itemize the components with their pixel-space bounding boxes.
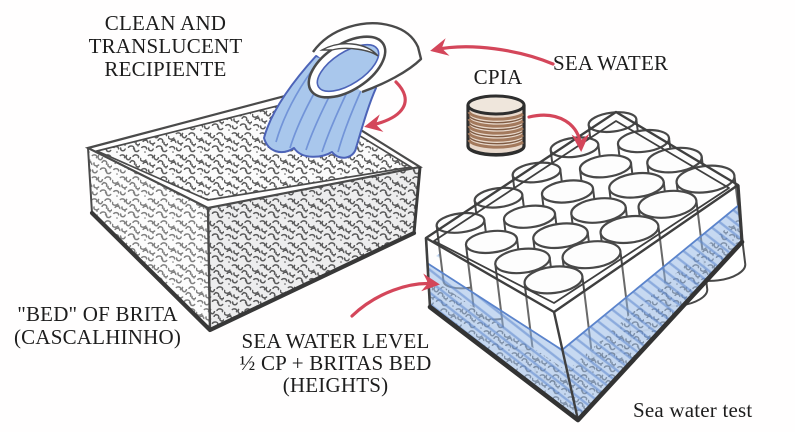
label-cpia: CPIA — [473, 65, 523, 89]
sea-water-test-box — [424, 110, 747, 423]
box-bottom-edge — [427, 239, 745, 423]
arrow-seawater-to-scoop — [430, 38, 555, 66]
label-sea-water-level: SEA WATER LEVEL ½ CP + BRITAS BED (HEIGH… — [239, 329, 432, 397]
arrow-scoop-to-box — [364, 80, 407, 132]
box-wall-front-right — [554, 185, 742, 420]
arrow-cpia-to-box — [527, 113, 590, 152]
box-wall-front-left — [426, 238, 578, 420]
gravel-wall-right — [208, 167, 420, 330]
box-rim-inner — [433, 120, 730, 304]
label-sea-water-test: Sea water test — [633, 398, 753, 422]
label-bed-of-brita: "BED" OF BRITA (CASCALHINHO) — [13, 302, 182, 349]
label-sea-water: SEA WATER — [553, 51, 669, 75]
arrow-level-to-box — [350, 273, 440, 318]
label-clean-translucent-recipient: CLEAN AND TRANSLUCENT RECIPIENTE — [88, 11, 243, 81]
cpia-cylinder — [466, 94, 526, 157]
box-rim-inner — [94, 99, 414, 201]
gravel-wall-left — [88, 148, 210, 330]
pour-scoop — [307, 22, 423, 99]
left-gravel-box — [84, 90, 423, 333]
box-bottom-edge — [89, 210, 417, 333]
